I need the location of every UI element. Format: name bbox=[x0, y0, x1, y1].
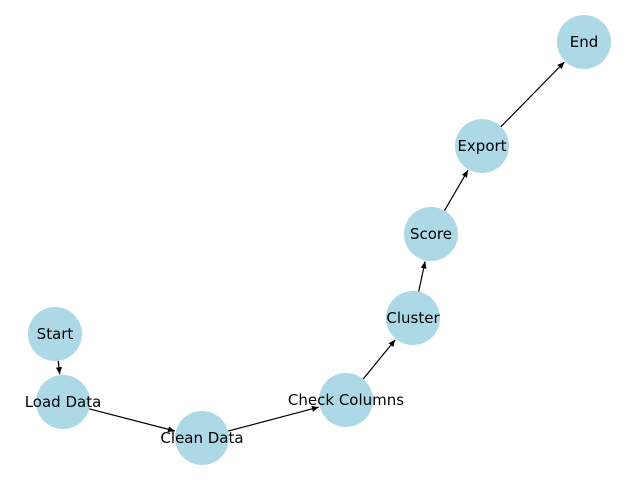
edge-check-columns-to-cluster bbox=[362, 339, 396, 380]
edge-start-to-load-data bbox=[55, 360, 62, 375]
node-label-start: Start bbox=[37, 325, 74, 343]
node-circle-clean-data bbox=[175, 411, 229, 465]
node-circle-check-columns bbox=[319, 373, 373, 427]
node-label-score: Score bbox=[410, 225, 452, 243]
node-circle-load-data bbox=[36, 375, 90, 429]
node-label-cluster: Cluster bbox=[386, 309, 440, 327]
node-label-end: End bbox=[570, 33, 599, 51]
node-label-load-data: Load Data bbox=[25, 393, 102, 411]
node-start: Start bbox=[28, 307, 82, 361]
node-circle-end bbox=[557, 15, 611, 69]
node-circle-cluster bbox=[386, 291, 440, 345]
edge-export-to-end bbox=[500, 61, 565, 128]
node-circle-export bbox=[455, 119, 509, 173]
edge-clean-data-to-check-columns bbox=[227, 405, 320, 432]
node-label-clean-data: Clean Data bbox=[160, 429, 243, 447]
node-load-data: Load Data bbox=[25, 375, 102, 429]
node-label-check-columns: Check Columns bbox=[288, 391, 404, 409]
node-clean-data: Clean Data bbox=[160, 411, 244, 465]
edge-load-data-to-clean-data bbox=[88, 408, 176, 433]
node-end: End bbox=[557, 15, 611, 69]
edges-layer bbox=[55, 61, 565, 433]
node-check-columns: Check Columns bbox=[288, 373, 404, 427]
node-circle-score bbox=[404, 207, 458, 261]
node-label-export: Export bbox=[457, 137, 506, 155]
node-cluster: Cluster bbox=[386, 291, 440, 345]
node-export: Export bbox=[455, 119, 509, 173]
node-circle-start bbox=[28, 307, 82, 361]
edge-score-to-export bbox=[443, 169, 469, 211]
edge-cluster-to-score bbox=[418, 261, 427, 292]
node-score: Score bbox=[404, 207, 458, 261]
